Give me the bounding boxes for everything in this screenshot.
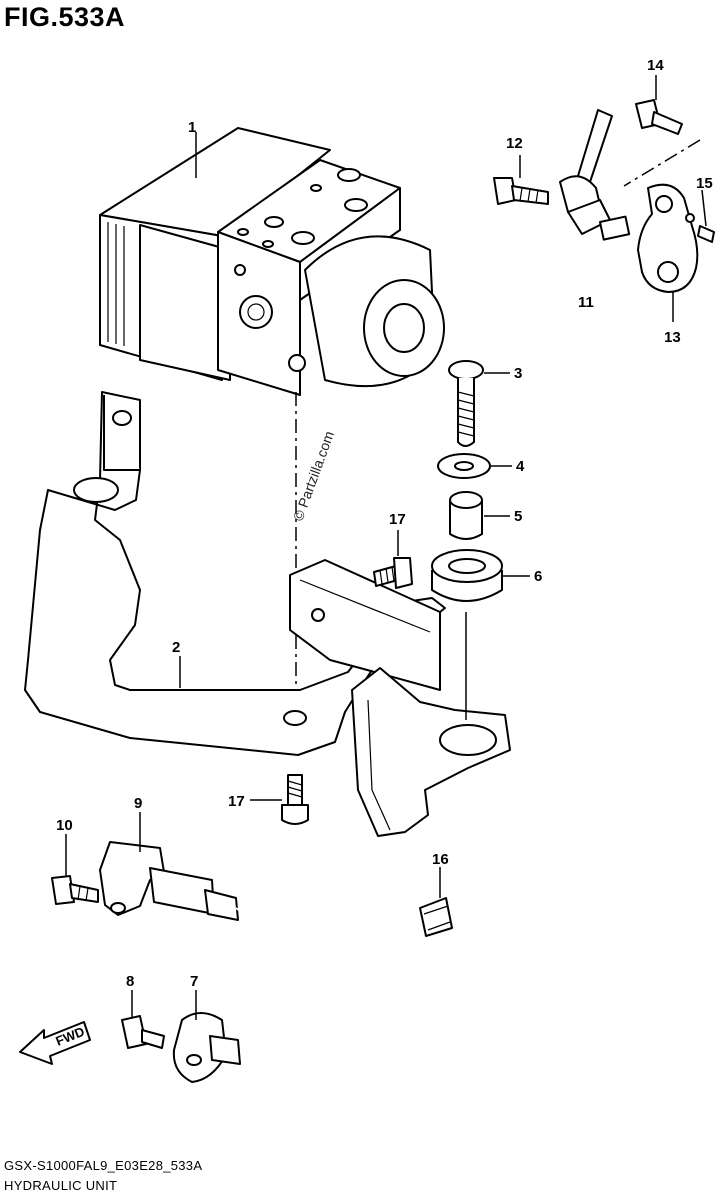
callout-11: 11	[578, 294, 594, 311]
bolt-part-8[interactable]	[121, 1015, 165, 1049]
sensor-part-11[interactable]	[559, 109, 631, 241]
callout-12: 12	[506, 135, 523, 152]
callout-17-lower: 17	[228, 793, 245, 810]
washer-part-4[interactable]	[437, 453, 491, 479]
section-name: HYDRAULIC UNIT	[4, 1178, 118, 1193]
callout-10: 10	[56, 817, 73, 834]
collar-part-5[interactable]	[449, 491, 483, 540]
forward-direction-arrow: FWD	[19, 1021, 91, 1065]
callout-17-upper: 17	[389, 511, 406, 528]
model-code: GSX-S1000FAL9_E03E28_533A	[4, 1158, 203, 1173]
sensor-part-9[interactable]	[99, 841, 239, 921]
callout-2: 2	[172, 639, 180, 656]
callout-15: 15	[696, 175, 713, 192]
figure-title: FIG.533A	[4, 2, 126, 32]
callout-8: 8	[126, 973, 134, 990]
hydraulic-unit-part-1[interactable]	[99, 127, 445, 396]
bolt-part-3[interactable]	[448, 360, 484, 447]
callout-4: 4	[516, 458, 525, 475]
callout-14: 14	[647, 57, 664, 74]
callout-3: 3	[514, 365, 522, 382]
callout-5: 5	[514, 508, 522, 525]
callout-9: 9	[134, 795, 142, 812]
bolt-part-17-upper[interactable]	[373, 557, 413, 589]
bolt-part-10[interactable]	[51, 875, 99, 905]
callout-1: 1	[188, 119, 196, 136]
watermark-text: © Partzilla.com	[290, 429, 337, 523]
bracket-part-13[interactable]	[637, 183, 699, 293]
bolt-part-12[interactable]	[493, 177, 549, 205]
sensor-part-7[interactable]	[172, 1012, 241, 1083]
bolt-part-17-lower[interactable]	[281, 774, 309, 825]
cushion-part-6[interactable]	[431, 549, 503, 602]
callout-16: 16	[432, 851, 449, 868]
bolt-part-14[interactable]	[635, 99, 683, 135]
callout-6: 6	[534, 568, 542, 585]
clip-part-16[interactable]	[419, 897, 453, 937]
pin-part-15[interactable]	[697, 225, 715, 243]
callout-13: 13	[664, 329, 681, 346]
callout-7: 7	[190, 973, 198, 990]
bracket-part-2[interactable]	[24, 391, 511, 837]
